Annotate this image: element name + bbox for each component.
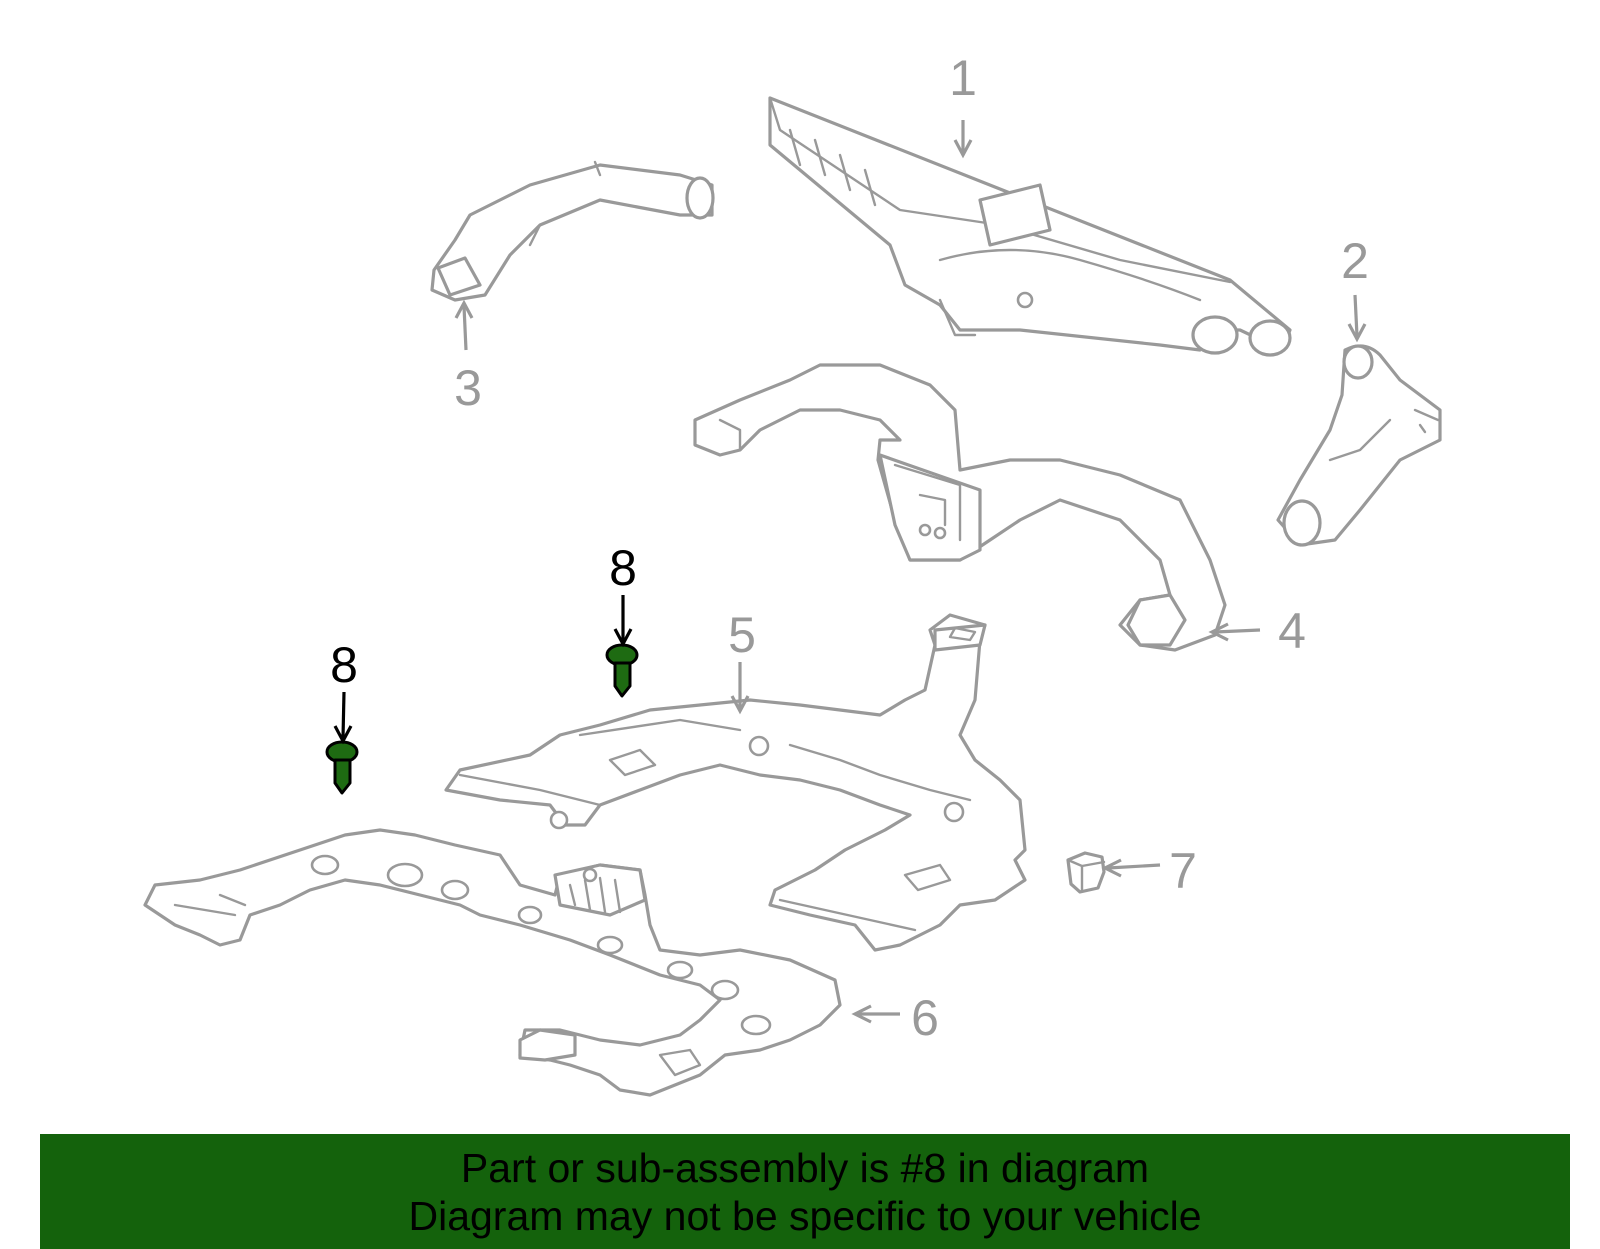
part-8-clip-right[interactable] [605,643,639,698]
part-7-nut [1066,851,1106,894]
part-6-lower-bracket [143,828,842,1097]
callout-2: 2 [1341,233,1369,289]
parts-diagram: 1 2 3 4 5 6 7 8 8 [143,50,1442,1097]
callout-6: 6 [911,990,939,1046]
info-banner: Part or sub-assembly is #8 in diagram Di… [40,1134,1570,1249]
callout-3: 3 [454,360,482,416]
callout-8-right: 8 [609,540,637,596]
leader-lines [333,120,1367,1024]
part-1-dash-duct [768,96,1292,357]
callout-5: 5 [728,607,756,663]
part-8-clip-left[interactable] [325,740,359,795]
callout-1: 1 [949,50,977,106]
callout-4: 4 [1278,603,1306,659]
part-4-center-duct [693,363,1227,652]
callout-8-left: 8 [330,637,358,693]
callout-7: 7 [1169,843,1197,899]
part-3-vent-duct [430,160,715,302]
part-5-upper-bracket [444,613,1027,952]
part-2-side-duct [1276,344,1442,547]
banner-line-2: Diagram may not be specific to your vehi… [408,1193,1202,1239]
banner-line-1: Part or sub-assembly is #8 in diagram [460,1145,1150,1191]
